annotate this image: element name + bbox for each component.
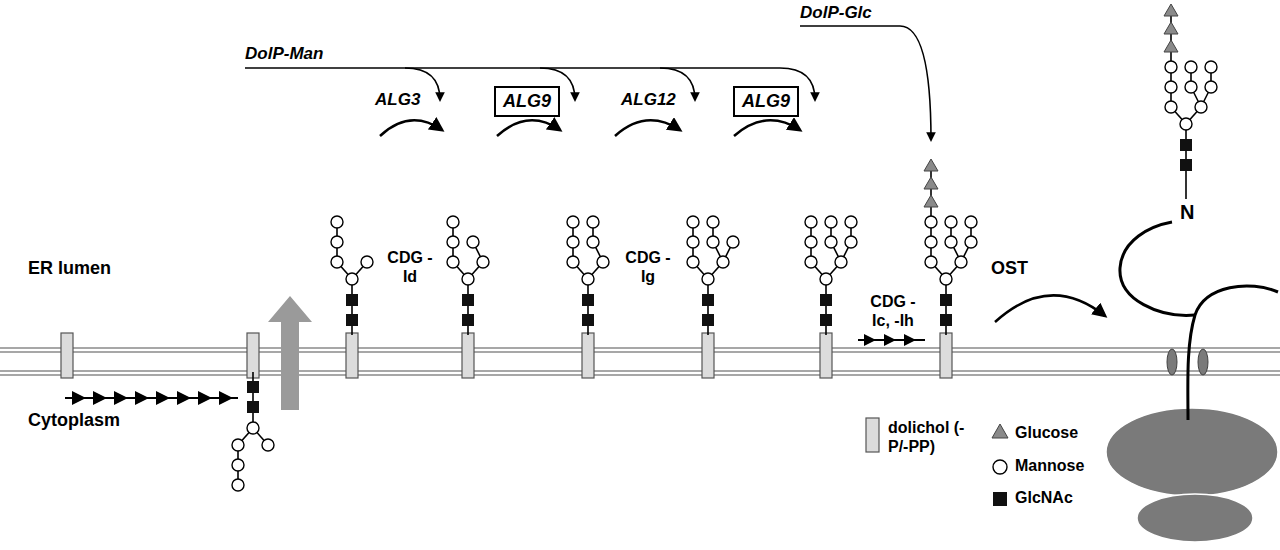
dolichol-anchor-part (247, 333, 259, 378)
dolichol-anchor-part (346, 333, 358, 378)
glycan-link (1185, 180, 1187, 199)
legend-sample-part (993, 460, 1007, 474)
chevron-arrow (858, 334, 925, 346)
chevron-arrow-part (93, 391, 107, 405)
enzyme-arrow-part (615, 120, 680, 136)
chevron-arrow-part (156, 391, 170, 405)
nascent-polypeptide-part (1188, 286, 1278, 420)
chevron-arrow-part (198, 391, 212, 405)
donor-arrow (800, 26, 931, 140)
legend-sample-part (866, 418, 879, 452)
translocon-part (1167, 349, 1177, 375)
text-label: CDG -Ig (623, 248, 673, 286)
enzyme-name: ALG9 (742, 91, 790, 112)
chevron-arrow-part (884, 334, 896, 346)
text-label: CDG -Id (385, 248, 435, 286)
enzyme-box: ALG9 (494, 86, 560, 117)
er-membrane-part (0, 370, 1280, 372)
ribosome (1106, 408, 1278, 542)
ost-arrow (995, 295, 1105, 322)
nascent-polypeptide (1120, 222, 1278, 420)
chevron-arrow-part (904, 334, 916, 346)
text-label: DolP-Glc (800, 3, 872, 23)
chevron-arrow-part (72, 391, 86, 405)
dolichol-anchor-part (462, 333, 474, 378)
text-label: Cytoplasm (28, 410, 120, 432)
dolichol-anchor-part (702, 333, 714, 378)
glycan-structure (447, 216, 489, 335)
er-membrane-part (0, 351, 1280, 353)
text-label: ER lumen (28, 258, 111, 280)
glycan-structure (567, 216, 609, 335)
donor-arrow-part (245, 67, 780, 69)
ribosome-part (1106, 408, 1278, 496)
text-label: ALG12 (621, 90, 676, 110)
dolichol-anchor-part (940, 333, 952, 378)
dolichol-anchor-part (820, 333, 832, 378)
dolichol-anchor (61, 333, 952, 378)
chevron-arrow-part (219, 391, 233, 405)
text-label: N (1180, 200, 1194, 224)
chevron-arrow-part (864, 334, 876, 346)
chevron-arrow-part (114, 391, 128, 405)
legend-text: Glucose (1015, 423, 1078, 442)
glycan-structure (687, 216, 739, 335)
text-label: ALG3 (375, 90, 420, 110)
legend-text: GlcNAc (1015, 488, 1073, 507)
legend-sample (866, 418, 1008, 506)
glycan-structure (805, 216, 857, 335)
enzyme-name: ALG9 (503, 91, 551, 112)
glycan-structure (331, 216, 373, 335)
nascent-polypeptide-part (1120, 222, 1195, 315)
chevron-arrow-part (65, 397, 238, 399)
chevron-arrow-part (135, 391, 149, 405)
text-label: CDG -Ic, -Ih (864, 292, 922, 330)
enzyme-arrow-part (497, 120, 560, 136)
er-membrane-part (0, 374, 1280, 376)
chevron-arrow-part (177, 391, 191, 405)
legend-sample-part (993, 492, 1007, 506)
dolichol-anchor-part (582, 333, 594, 378)
text-label: OST (991, 258, 1028, 280)
glycan-structure (232, 372, 274, 491)
enzyme-box: ALG9 (733, 86, 799, 117)
legend-text: Mannose (1015, 456, 1084, 475)
flip-arrow (268, 296, 312, 410)
text-label: DolP-Man (245, 44, 323, 64)
translocon-part (1198, 349, 1208, 375)
dolichol-anchor-part (61, 333, 73, 378)
enzyme-arrow-part (380, 120, 442, 136)
er-membrane (0, 348, 1280, 375)
glycan-structure (1164, 4, 1217, 180)
er-membrane-part (0, 347, 1280, 349)
glycan-structure (924, 159, 977, 335)
ribosome-part (1137, 494, 1253, 542)
enzyme-arrow (380, 120, 800, 136)
legend-sample-part (992, 424, 1008, 438)
legend-text: dolichol (-P/-PP) (888, 418, 968, 456)
enzyme-arrow-part (734, 120, 800, 136)
chevron-arrow (65, 391, 238, 405)
